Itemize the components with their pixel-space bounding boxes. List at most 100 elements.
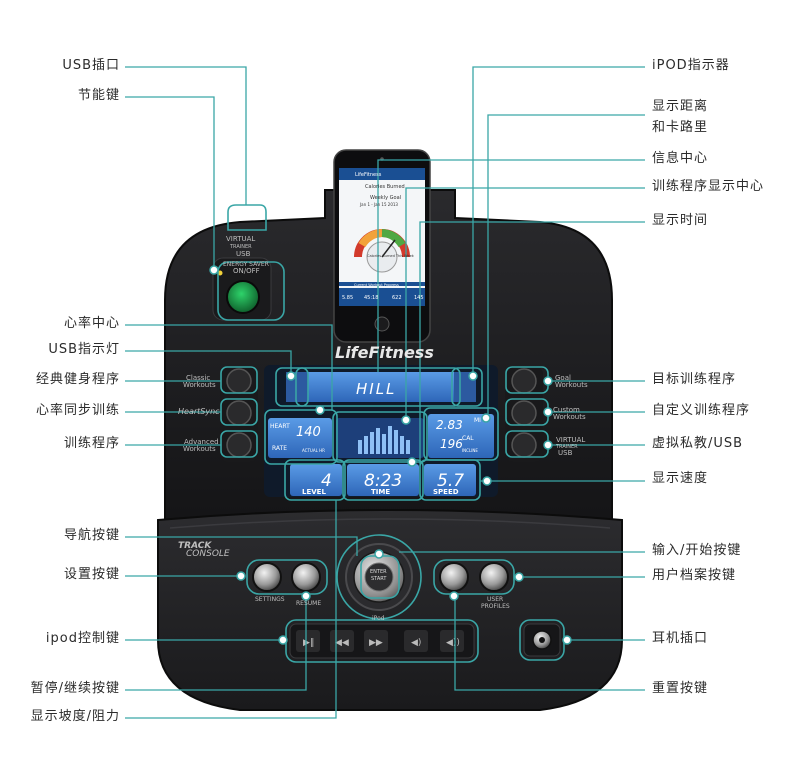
label-headphone-jack: 耳机插口 xyxy=(652,631,709,646)
label-pause-resume: 暂停/继续按键 xyxy=(30,681,120,696)
heartsync-text: HeartSync xyxy=(178,407,220,416)
phone-title: Calories Burned xyxy=(365,184,405,190)
label-workout-programs: 训练程序 xyxy=(63,436,120,451)
hr-highlight xyxy=(264,409,338,465)
settings-highlight xyxy=(246,559,328,595)
level-lcd xyxy=(290,464,342,496)
energy-saver-text: ENERGY SAVER xyxy=(223,261,269,268)
start-text: START xyxy=(371,576,387,582)
phone-stat-1: 5.85 xyxy=(342,295,353,301)
label-heart-rate-center: 心率中心 xyxy=(63,316,120,331)
phone-stat-2: 45:18 xyxy=(364,295,378,301)
custom-text: Custom xyxy=(553,406,580,414)
level-highlight xyxy=(284,459,346,501)
enter-text: ENTER xyxy=(370,569,387,575)
right-button-column xyxy=(505,366,543,462)
label-custom-workouts: 自定义训练程序 xyxy=(652,403,751,418)
usb-right-text: USB xyxy=(558,449,573,457)
user-profiles-button xyxy=(479,562,509,592)
label-reset-key: 重置按键 xyxy=(652,681,709,696)
phone-subtitle: Weekly Goal xyxy=(370,195,401,201)
phone-program: Current Workout Progress xyxy=(354,283,399,287)
reset-button xyxy=(439,562,469,592)
phone-stat-4: 145 xyxy=(414,295,424,301)
nav-highlight xyxy=(336,534,422,620)
prev-icon: ◀◀ xyxy=(335,638,349,648)
label-goal-workouts: 目标训练程序 xyxy=(652,372,737,387)
settings-text: SETTINGS xyxy=(255,596,285,603)
console-usb-text: USB xyxy=(236,250,251,258)
hr-heart-text: HEART xyxy=(270,423,290,430)
console-trainer-text: TRAINER xyxy=(229,244,252,250)
resume-button xyxy=(291,562,321,592)
calories-readout: 196 xyxy=(440,437,463,451)
label-time-display: 显示时间 xyxy=(652,213,709,228)
hr-rate-text: RATE xyxy=(272,445,287,452)
speed-readout: 5.7 xyxy=(437,471,464,491)
advanced-text-2: Workouts xyxy=(183,445,216,453)
volume-down-icon: ◀) xyxy=(411,638,421,648)
label-classic-workouts: 经典健身程序 xyxy=(35,372,120,387)
label-energy-saver-key: 节能键 xyxy=(77,88,120,103)
distance-lcd xyxy=(428,414,494,458)
usb-indicator-highlight xyxy=(275,367,309,407)
goal-text: Goal xyxy=(555,374,571,382)
energy-saver-button xyxy=(226,280,260,314)
message-readout: HILL xyxy=(356,380,396,398)
phone-stat-3: 622 xyxy=(392,295,402,301)
dist-unit: MI xyxy=(474,417,481,424)
console-virtual-text: VIRTUAL xyxy=(226,235,255,243)
level-readout: 4 xyxy=(321,471,332,491)
label-ipod-control: ipod控制键 xyxy=(45,631,120,646)
settings-button xyxy=(252,562,282,592)
advanced-text: Advanced xyxy=(184,438,219,446)
time-lcd xyxy=(347,464,419,496)
play-pause-icon: ▶‖ xyxy=(303,638,314,648)
label-settings-key: 设置按键 xyxy=(63,567,120,582)
classic-text-2: Workouts xyxy=(183,381,216,389)
message-lcd xyxy=(286,372,476,402)
speed-highlight xyxy=(419,459,481,501)
lower-panel xyxy=(157,509,623,711)
label-distance-calories: 显示距离 和卡路里 xyxy=(652,99,709,135)
label-speed-display: 显示速度 xyxy=(652,471,709,486)
goal-text-2: Workouts xyxy=(555,381,588,389)
label-message-center: 信息中心 xyxy=(652,151,709,166)
speed-text: SPEED xyxy=(433,488,459,496)
volume-up-icon: ◀)) xyxy=(446,638,460,648)
program-highlight xyxy=(332,411,428,463)
hr-readout: 140 xyxy=(296,425,321,440)
enter-button xyxy=(364,562,394,592)
hr-actual-text: ACTUAL HR xyxy=(302,448,325,453)
label-user-profiles: 用户档案按键 xyxy=(652,568,737,583)
virtual-right-text: VIRTUAL xyxy=(556,436,585,444)
label-usb-port: USB插口 xyxy=(62,58,120,73)
label-program-display: 训练程序显示中心 xyxy=(652,179,765,194)
speed-lcd xyxy=(424,464,476,496)
time-text: TIME xyxy=(371,488,390,496)
distance-readout: 2.83 xyxy=(436,418,463,432)
next-icon: ▶▶ xyxy=(369,638,383,648)
track-text: TRACK xyxy=(178,541,212,551)
ipod-text: iPod xyxy=(372,615,385,622)
phone-stats: 5.85 45:18 622 145 xyxy=(342,295,424,301)
phone-gauge-text: Calories Burned This Week xyxy=(367,254,415,258)
custom-text-2: Workouts xyxy=(553,413,586,421)
label-virtual-trainer: 虚拟私教/USB xyxy=(652,436,744,451)
brand-logo: LifeFitness xyxy=(335,343,434,362)
phone-gauge xyxy=(354,229,410,273)
label-incline-resistance: 显示坡度/阻力 xyxy=(30,709,120,724)
classic-highlight xyxy=(220,366,258,394)
program-bars xyxy=(358,426,410,454)
user-text: USER xyxy=(487,596,503,603)
console-text: CONSOLE xyxy=(186,549,230,559)
trainer-right-text: TRAINER xyxy=(555,444,578,450)
energy-saver-highlight xyxy=(217,261,285,321)
incline-text: INCLINE xyxy=(462,448,478,453)
level-text: LEVEL xyxy=(302,488,326,496)
label-heart-sync: 心率同步训练 xyxy=(35,403,120,418)
label-usb-indicator: USB指示灯 xyxy=(48,342,120,357)
left-button-column xyxy=(220,366,258,462)
